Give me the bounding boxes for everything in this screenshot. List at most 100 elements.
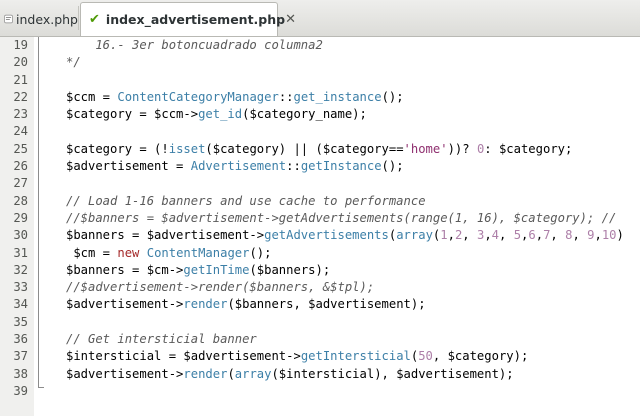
tab-separator (78, 6, 79, 30)
line-number: 37 (13, 349, 28, 364)
code-token: array (234, 366, 272, 381)
tab-label: index_advertisement.php (105, 12, 286, 27)
code-line[interactable]: 34 $advertisement->render($banners, $adve… (0, 296, 640, 313)
code-line[interactable]: 22$ccm = ContentCategoryManager::get_ins… (0, 89, 640, 106)
code-token: isset (168, 141, 206, 156)
code-text: $advertisement->render($banners, $advert… (66, 296, 426, 313)
code-token: 8 (565, 228, 573, 243)
line-number-gutter (0, 37, 35, 416)
code-token: */ (66, 55, 81, 70)
code-token: $advertisement-> (66, 366, 184, 381)
code-token: , (535, 228, 544, 243)
tab-index-php[interactable]: index.php (0, 2, 78, 36)
code-text: $banners = $cm->getInTime($banners); (66, 262, 330, 279)
close-icon[interactable]: ✕ (285, 12, 297, 27)
line-number: 33 (13, 280, 28, 295)
code-line[interactable]: 23$category = $ccm->get_id($category_nam… (0, 106, 640, 123)
line-number: 28 (13, 193, 28, 208)
code-token: , $category); (432, 349, 529, 364)
code-token: $advertisement = (66, 159, 191, 174)
code-token: getIntersticial (300, 349, 411, 364)
tab-label: index.php (16, 11, 78, 27)
code-token: , (550, 228, 566, 243)
code-token: getInTime (183, 262, 250, 277)
fold-margin (34, 37, 64, 416)
saved-check-icon: ✔ (89, 12, 100, 27)
code-token: ( (410, 349, 419, 364)
code-token: , (521, 228, 529, 243)
code-text: $category = (!isset($category) || ($cate… (66, 141, 572, 158)
line-number: 19 (13, 38, 28, 52)
code-line[interactable]: 39 (0, 383, 640, 400)
code-line[interactable]: 20*/ (0, 54, 640, 71)
code-token: ( (227, 366, 235, 381)
code-token: get_instance (293, 89, 382, 104)
fold-guide[interactable] (38, 37, 39, 387)
code-line[interactable]: 26$advertisement = Advertisement::getIns… (0, 158, 640, 175)
code-text: // Get intersticial banner (66, 331, 257, 348)
code-token: , (484, 228, 492, 243)
line-number: 21 (13, 72, 28, 87)
code-token: getAdvertisements (264, 228, 389, 243)
code-line[interactable]: 35 (0, 314, 640, 331)
code-token: , (462, 228, 477, 243)
line-number: 35 (13, 314, 28, 329)
line-number: 31 (13, 245, 28, 260)
line-number: 30 (13, 228, 28, 243)
code-token: $ccm = (66, 89, 118, 104)
code-line[interactable]: 32 $banners = $cm->getInTime($banners); (0, 262, 640, 279)
line-number: 39 (13, 383, 28, 398)
code-token: $category = (! (66, 141, 169, 156)
code-token: ( (388, 228, 397, 243)
code-line[interactable]: 21 (0, 72, 640, 89)
code-text: */ (66, 54, 81, 71)
fold-end-marker (38, 387, 44, 388)
code-line[interactable]: 24 (0, 123, 640, 140)
code-line[interactable]: 28 // Load 1-16 banners and use cache to … (0, 193, 640, 210)
code-token: 3 (476, 228, 485, 243)
line-number: 38 (13, 366, 28, 381)
code-token: 7 (543, 228, 551, 243)
line-number: 34 (13, 297, 28, 312)
code-token: 50 (418, 349, 433, 364)
code-token: ($category) || ($category== (205, 141, 404, 156)
code-token: :: (286, 159, 301, 174)
line-number: 29 (13, 210, 28, 225)
code-line[interactable]: 38$advertisement->render(array($intersti… (0, 366, 640, 383)
code-token: // Load 1-16 banners and use cache to pe… (66, 193, 426, 208)
code-token: $banners = $cm-> (66, 262, 184, 277)
code-token: 1 (440, 228, 448, 243)
code-token: ))? (447, 141, 477, 156)
code-token: , (447, 228, 455, 243)
code-line[interactable]: 33 //$advertisement->render($banners, &$t… (0, 279, 640, 296)
code-token: ContentManager (146, 245, 250, 260)
code-line[interactable]: 29//$banners = $advertisement->getAdvert… (0, 210, 640, 227)
code-token: 6 (528, 228, 536, 243)
code-line[interactable]: 19 16.- 3er botoncuadrado columna2 (0, 37, 640, 54)
code-token: ($banners); (249, 262, 331, 277)
line-number: 26 (13, 159, 28, 174)
code-text: //$advertisement->render($banners, &$tpl… (66, 279, 374, 296)
tab-index-advertisement-php[interactable]: ✔ index_advertisement.php ✕ (80, 2, 296, 36)
code-line[interactable]: 30$banners = $advertisement->getAdvertis… (0, 227, 640, 244)
code-token: $cm = (66, 245, 118, 260)
code-token: 2 (454, 228, 463, 243)
code-line[interactable]: 31 $cm = new ContentManager(); (0, 245, 640, 262)
code-line[interactable]: 36// Get intersticial banner (0, 331, 640, 348)
code-line[interactable]: 27 (0, 175, 640, 192)
code-text: $intersticial = $advertisement->getInter… (66, 348, 528, 365)
code-token: 9 (587, 228, 595, 243)
code-line[interactable]: 37 $intersticial = $advertisement->getInt… (0, 348, 640, 365)
line-number: 24 (13, 124, 28, 139)
code-token: new (117, 245, 140, 260)
code-token: , (594, 228, 602, 243)
line-number: 32 (13, 262, 28, 277)
code-token: $intersticial = $advertisement-> (66, 349, 301, 364)
code-line[interactable]: 25 $category = (!isset($category) || ($ca… (0, 141, 640, 158)
code-token: , (572, 228, 588, 243)
code-token: get_id (198, 107, 243, 122)
line-number: 25 (13, 141, 28, 156)
code-token: $advertisement-> (66, 297, 184, 312)
